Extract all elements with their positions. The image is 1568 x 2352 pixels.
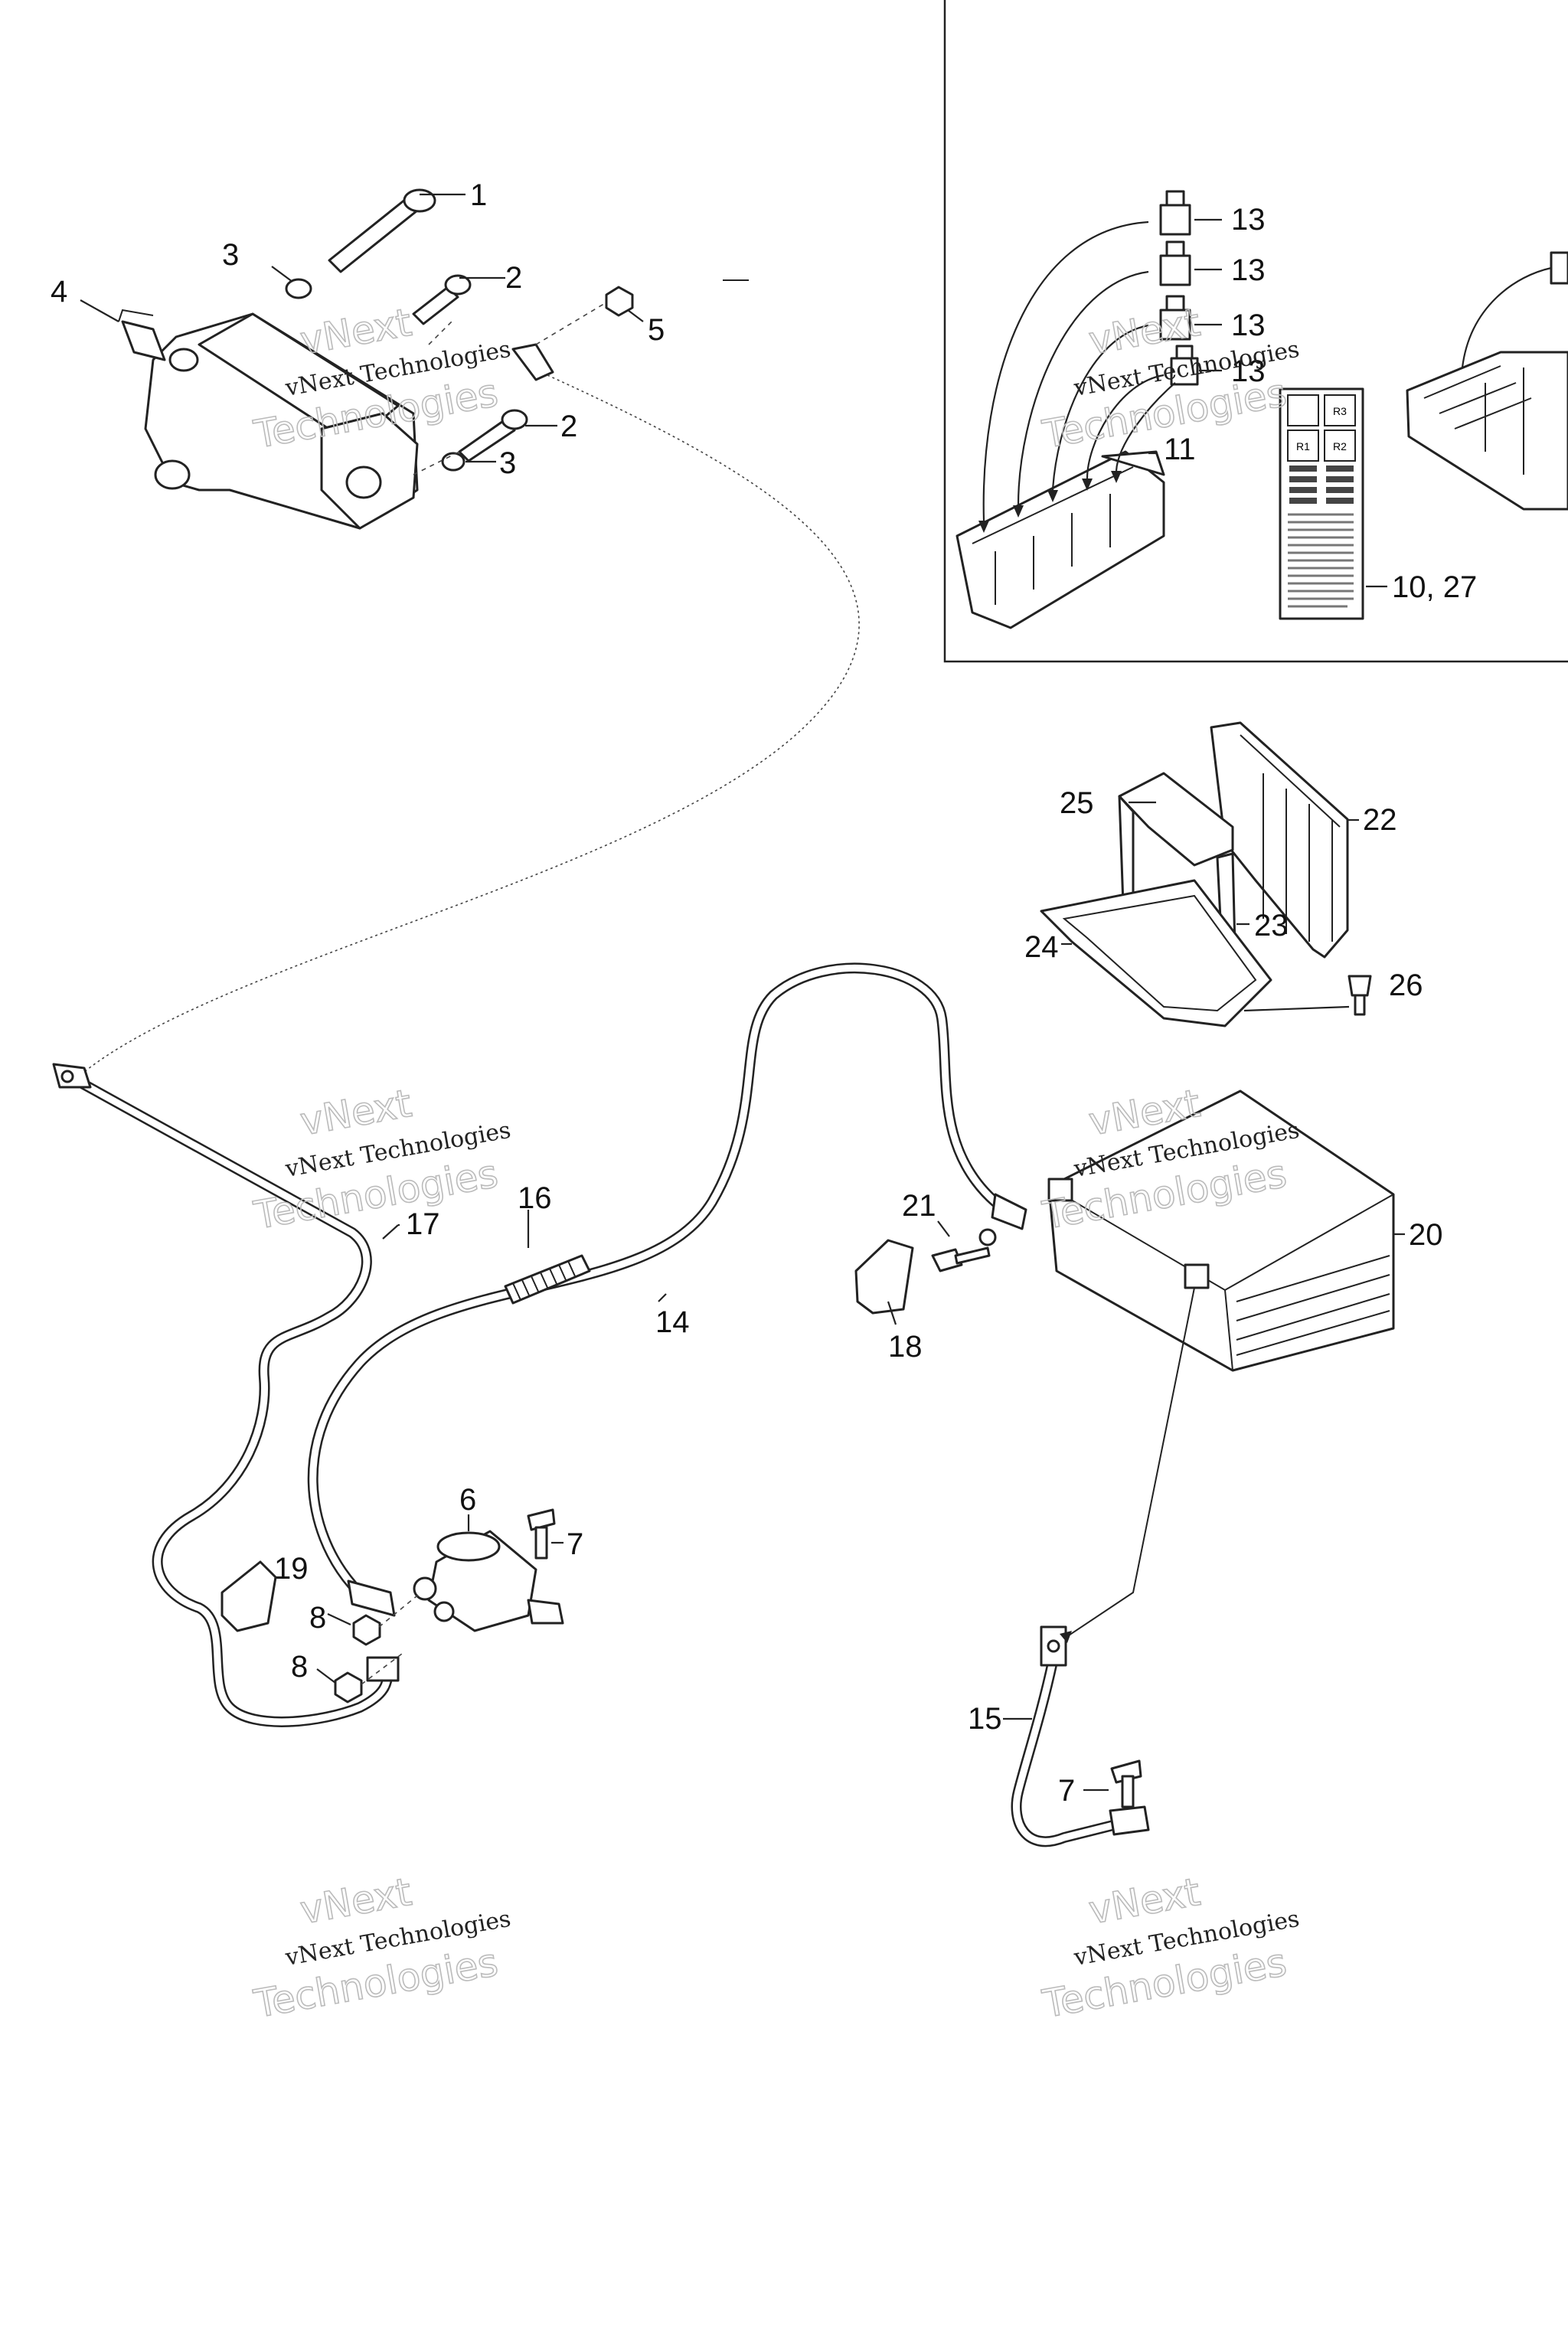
starter-cable-route <box>83 374 860 1073</box>
callout-19: 19 <box>274 1552 309 1586</box>
callout-26: 26 <box>1389 969 1423 1002</box>
watermark-mid-left: vNext vNext Technologies Technologies <box>250 1080 512 1238</box>
callout-13-d: 13 <box>1231 354 1266 388</box>
callout-17: 17 <box>406 1207 440 1241</box>
callout-1: 1 <box>470 178 487 212</box>
callout-2-lower: 2 <box>560 410 577 443</box>
relay-label-r1: R1 <box>1296 440 1310 452</box>
callout-16: 16 <box>518 1181 552 1215</box>
leader-lines <box>80 193 1405 1792</box>
callout-24: 24 <box>1024 930 1059 964</box>
washer-3-upper <box>285 278 312 299</box>
protective-sleeve-16 <box>504 1254 591 1305</box>
fuse-arrow-c <box>1051 324 1149 491</box>
terminal-boot-19 <box>220 1560 277 1632</box>
relay-label-r3: R3 <box>1333 405 1347 417</box>
callout-labels: 1 2 2 3 3 4 5 13 13 13 13 11 10, 27 25 2… <box>51 178 1477 1808</box>
callout-10-27: 10, 27 <box>1392 570 1477 604</box>
callout-18: 18 <box>888 1330 923 1364</box>
callout-6: 6 <box>459 1483 476 1517</box>
bracket-cover-22 <box>1210 721 1349 959</box>
watermark-line1: vNext <box>1086 1870 1204 1932</box>
callout-21: 21 <box>902 1189 936 1223</box>
watermark-top-right: vNext vNext Technologies Technologies <box>1038 299 1301 457</box>
screw-26 <box>1348 975 1372 1016</box>
cable-14-terminal <box>991 1193 1027 1230</box>
ground-arrow <box>1060 1631 1072 1643</box>
fuse-box-base <box>1406 251 1568 511</box>
bolt-7-solenoid <box>527 1508 556 1560</box>
callout-11: 11 <box>1164 433 1196 466</box>
callout-14: 14 <box>655 1305 690 1339</box>
callout-8-lower: 8 <box>291 1650 308 1684</box>
fuse-arrow-e <box>1115 382 1176 472</box>
terminal-boot-18 <box>854 1239 914 1315</box>
watermark-bottom-left: vNext vNext Technologies Technologies <box>250 1869 512 2027</box>
callout-2-upper: 2 <box>505 261 522 295</box>
fuse-13-d <box>1170 345 1199 386</box>
callout-3-upper: 3 <box>222 238 239 272</box>
battery-20 <box>1047 1089 1395 1372</box>
nut-8-lower <box>334 1671 363 1704</box>
starter-motor <box>118 309 419 530</box>
bracket-base-24 <box>1040 879 1272 1027</box>
bolt-2-lower <box>458 409 528 462</box>
relay-label-r2: R2 <box>1333 440 1347 452</box>
fuse-chart-fuse-grid <box>1289 466 1354 504</box>
leader-26-line <box>1243 1005 1350 1012</box>
fuse-box-lid-11 <box>956 450 1165 629</box>
callout-8-upper: 8 <box>309 1601 326 1635</box>
screw-21 <box>931 1228 997 1272</box>
callout-7-ground: 7 <box>1058 1774 1075 1808</box>
cable-17-solenoid-end <box>366 1656 400 1682</box>
watermark-line1: vNext <box>297 1870 415 1932</box>
arrowheads-fuse <box>978 471 1122 533</box>
fuse-arrow-d <box>1086 374 1165 479</box>
callout-5: 5 <box>648 313 665 347</box>
fuse-13-b <box>1159 240 1191 286</box>
washer-3-lower <box>441 452 466 472</box>
cable-14-solenoid-end <box>347 1579 396 1617</box>
terminal-lug <box>511 343 554 381</box>
nut-5 <box>605 286 634 317</box>
bolt-7-ground <box>1110 1759 1142 1808</box>
callout-13-c: 13 <box>1231 309 1266 342</box>
callout-13-a: 13 <box>1231 203 1266 237</box>
watermark-line1: vNext <box>297 300 415 363</box>
callout-15: 15 <box>968 1702 1002 1736</box>
bolt-1 <box>328 188 436 273</box>
fuse-chart-legend-lines <box>1288 513 1354 608</box>
fuse-13-c <box>1159 295 1191 341</box>
callout-3-lower: 3 <box>499 446 516 480</box>
callout-20: 20 <box>1409 1218 1443 1252</box>
fuse-chart-label-10-27: R3 R1 R2 <box>1279 387 1364 620</box>
fuse-box-inset-frame <box>943 0 1568 663</box>
callout-4: 4 <box>51 275 67 309</box>
callout-13-b: 13 <box>1231 253 1266 287</box>
callout-25: 25 <box>1060 786 1094 820</box>
bolt-2-upper <box>412 274 472 325</box>
dash-5 <box>535 302 607 345</box>
cable-15-bottom-eyelet <box>1109 1805 1150 1836</box>
ground-route <box>1063 1287 1195 1639</box>
fuse-arrow-a <box>982 220 1149 521</box>
nut-8-upper <box>352 1614 381 1646</box>
callout-22: 22 <box>1363 803 1397 837</box>
watermark-line1: vNext <box>297 1081 415 1144</box>
callout-7-solenoid: 7 <box>567 1527 583 1561</box>
fuse-13-a <box>1159 190 1191 236</box>
watermark-bottom-right: vNext vNext Technologies Technologies <box>1038 1869 1301 2027</box>
fuse-arrow-b <box>1017 270 1149 506</box>
callout-23: 23 <box>1254 909 1289 942</box>
dash-2b <box>428 321 452 345</box>
solenoid-6 <box>413 1530 564 1632</box>
